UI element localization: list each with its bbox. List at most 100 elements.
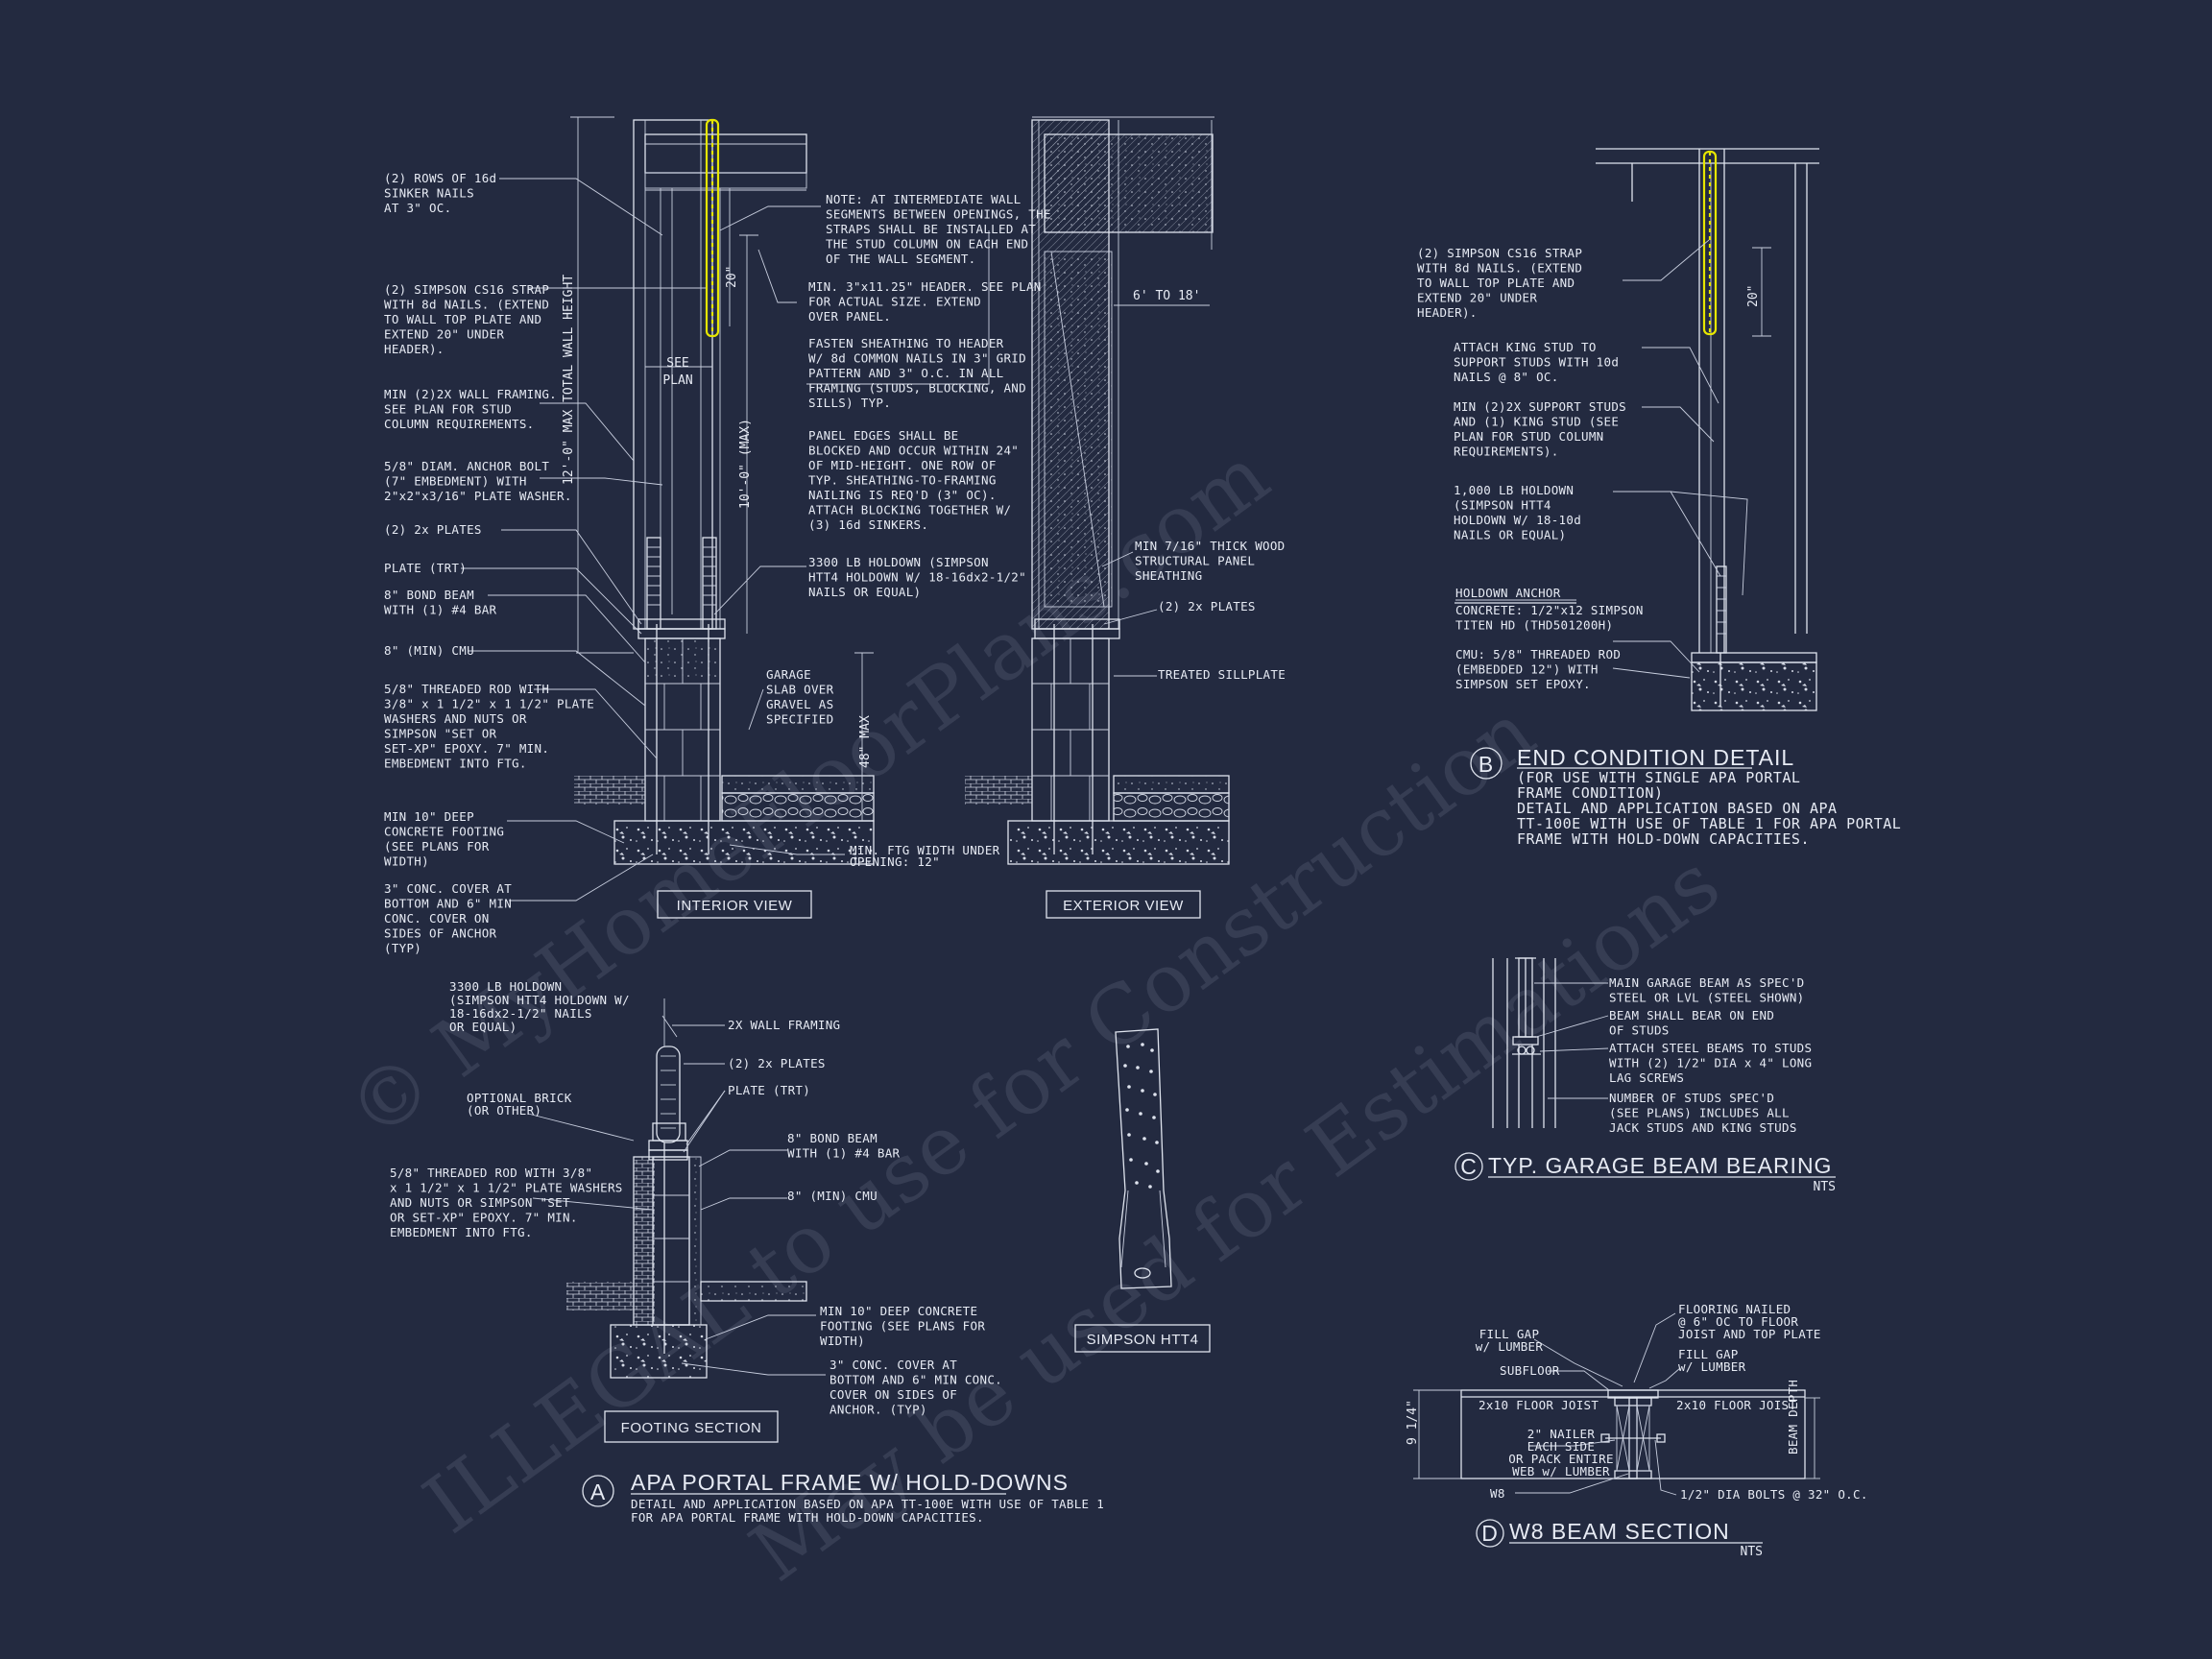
footing-note-plates: (2) 2x PLATES — [728, 1056, 826, 1070]
center-note-min-ftg-width-line: OPENING: 12" — [850, 854, 940, 869]
footing-note-wall-framing: 2X WALL FRAMING — [728, 1018, 840, 1032]
detail-d-note-w8: W8 — [1490, 1486, 1504, 1501]
detail-c-note-number-of-studs-line: JACK STUDS AND KING STUDS — [1609, 1120, 1797, 1135]
w8-beam-section-drawing — [1413, 1389, 1820, 1479]
detail-c-note-main-beam-line: MAIN GARAGE BEAM AS SPEC'D — [1609, 975, 1804, 990]
exterior-note-sheathing-line: SHEATHING — [1135, 568, 1202, 583]
interior-note-3-line: MIN (2)2X WALL FRAMING. — [384, 387, 557, 401]
footing-note-bond-beam-line: WITH (1) #4 BAR — [787, 1146, 901, 1161]
exterior-note-sheathing-line: MIN 7/16" THICK WOOD — [1135, 539, 1286, 553]
interior-note-7-line: 8" BOND BEAM — [384, 588, 474, 602]
detail-c-letter: C — [1460, 1154, 1478, 1179]
detail-b-note-strap-line: (2) SIMPSON CS16 STRAP — [1417, 246, 1582, 260]
detail-d-depth-right: BEAM DEPTH — [1786, 1380, 1800, 1455]
center-note-intermediate-walls-line: SEGMENTS BETWEEN OPENINGS, THE — [826, 207, 1051, 222]
center-note-intermediate-walls-line: NOTE: AT INTERMEDIATE WALL — [826, 192, 1021, 206]
center-note-garage-slab-line: SLAB OVER — [766, 683, 834, 697]
detail-c-note-number-of-studs-line: (SEE PLANS) INCLUDES ALL — [1609, 1106, 1790, 1120]
center-note-panel-edges-line: OF MID-HEIGHT. ONE ROW OF — [808, 458, 997, 472]
footing-note-optional-brick: OPTIONAL BRICK(OR OTHER) — [467, 1091, 572, 1118]
interior-note-9-line: SIMPSON "SET OR — [384, 727, 497, 741]
detail-b-note-strap-line: HEADER). — [1417, 305, 1478, 320]
detail-b-subtitle-line: FRAME CONDITION) — [1517, 784, 1664, 802]
interior-note-2-line: HEADER). — [384, 342, 445, 356]
dim-six-to-eighteen: 6' TO 18' — [1133, 289, 1200, 303]
detail-b-note-support-studs-line: PLAN FOR STUD COLUMN — [1454, 429, 1604, 444]
footing-note-plate-trt-line: PLATE (TRT) — [728, 1083, 810, 1097]
dim-forty-eight-max: 48" MAX — [858, 715, 873, 768]
interior-note-4: 5/8" DIAM. ANCHOR BOLT(7" EMBEDMENT) WIT… — [384, 459, 571, 503]
interior-note-11-line: SIDES OF ANCHOR — [384, 926, 497, 941]
center-note-header-line: MIN. 3"x11.25" HEADER. SEE PLAN — [808, 279, 1042, 294]
interior-view-drawing — [570, 116, 875, 865]
htt4-label: SIMPSON HTT4 — [1087, 1332, 1199, 1348]
detail-b-title: END CONDITION DETAIL — [1517, 745, 1794, 770]
detail-b-subtitle-line: TT-100E WITH USE OF TABLE 1 FOR APA PORT… — [1517, 815, 1901, 832]
detail-a-title-block: A APA PORTAL FRAME W/ HOLD-DOWNS DETAIL … — [582, 1470, 1104, 1525]
interior-note-9-line: WASHERS AND NUTS OR — [384, 711, 527, 726]
interior-note-10-line: MIN 10" DEEP — [384, 809, 474, 824]
detail-c-note-attach-line: WITH (2) 1/2" DIA x 4" LONG — [1609, 1056, 1812, 1070]
detail-d-note-flooring-line: @ 6" OC TO FLOOR — [1678, 1314, 1798, 1329]
detail-c-note-number-of-studs-line: NUMBER OF STUDS SPEC'D — [1609, 1091, 1774, 1105]
footing-note-conc-cover-line: ANCHOR. (TYP) — [830, 1403, 927, 1417]
center-note-panel-edges-line: ATTACH BLOCKING TOGETHER W/ — [808, 503, 1011, 517]
detail-a-title: APA PORTAL FRAME W/ HOLD-DOWNS — [631, 1470, 1069, 1495]
footing-note-plates-line: (2) 2x PLATES — [728, 1056, 826, 1070]
interior-note-11-line: BOTTOM AND 6" MIN — [384, 897, 512, 911]
center-leaders — [713, 205, 1158, 855]
detail-b-note-1000-holdown-line: NAILS OR EQUAL) — [1454, 528, 1566, 542]
detail-b-title-block: B END CONDITION DETAIL — [1470, 745, 1794, 780]
detail-d-title: W8 BEAM SECTION — [1509, 1519, 1730, 1544]
cs16-strap-end-condition — [1702, 150, 1718, 336]
detail-d-note-joist-right: 2x10 FLOOR JOIST — [1676, 1398, 1796, 1412]
center-note-3300-holdown-line: HTT4 HOLDOWN W/ 18-16dx2-1/2" — [808, 570, 1026, 585]
footing-note-cmu-line: 8" (MIN) CMU — [787, 1189, 878, 1203]
detail-c-note-bear-line: OF STUDS — [1609, 1023, 1670, 1038]
interior-note-3-line: SEE PLAN FOR STUD — [384, 402, 512, 417]
footing-note-wall-framing-line: 2X WALL FRAMING — [728, 1018, 840, 1032]
detail-b-letter: B — [1479, 752, 1494, 777]
interior-view-label-box: INTERIOR VIEW — [657, 890, 812, 919]
interior-note-3: MIN (2)2X WALL FRAMING.SEE PLAN FOR STUD… — [384, 387, 557, 431]
footing-note-holdown-line: (SIMPSON HTT4 HOLDOWN W/ — [449, 993, 630, 1007]
center-note-panel-edges-line: BLOCKED AND OCCUR WITHIN 24" — [808, 444, 1019, 458]
exterior-note-plates-line: (2) 2x PLATES — [1158, 599, 1256, 613]
detail-d-note-subfloor-line: SUBFLOOR — [1500, 1363, 1560, 1378]
detail-c-scale: NTS — [1814, 1180, 1836, 1194]
center-note-panel-edges-line: NAILING IS REQ'D (3" OC). — [808, 488, 997, 502]
detail-b-note-1000-holdown-line: HOLDOWN W/ 18-10d — [1454, 513, 1581, 527]
detail-d-note-joist-right-line: 2x10 FLOOR JOIST — [1676, 1398, 1796, 1412]
interior-view-label: INTERIOR VIEW — [677, 898, 793, 914]
detail-d-note-nailer-line: 2" NAILER — [1527, 1427, 1596, 1441]
detail-d-note-flooring-line: JOIST AND TOP PLATE — [1678, 1327, 1821, 1341]
center-note-header-line: FOR ACTUAL SIZE. EXTEND — [808, 295, 981, 309]
footing-note-holdown-line: 18-16dx2-1/2" NAILS — [449, 1006, 592, 1021]
footing-note-optional-brick-line: OPTIONAL BRICK — [467, 1091, 572, 1105]
center-note-intermediate-walls-line: OF THE WALL SEGMENT. — [826, 252, 976, 266]
exterior-note-plates: (2) 2x PLATES — [1158, 599, 1256, 613]
footing-section-label-box: FOOTING SECTION — [604, 1410, 779, 1443]
detail-b-note-concrete-line: TITEN HD (THD501200H) — [1455, 618, 1613, 633]
interior-note-2-line: WITH 8d NAILS. (EXTEND — [384, 298, 549, 312]
detail-c-note-attach-line: LAG SCREWS — [1609, 1070, 1684, 1085]
exterior-note-sheathing-line: STRUCTURAL PANEL — [1135, 554, 1255, 568]
detail-d-leaders — [1515, 1312, 1681, 1496]
detail-c-title-block: C TYP. GARAGE BEAM BEARING NTS — [1455, 1152, 1836, 1194]
interior-note-3-line: COLUMN REQUIREMENTS. — [384, 417, 535, 431]
detail-b-note-1000-holdown-line: (SIMPSON HTT4 — [1454, 498, 1551, 513]
detail-d-letter: D — [1481, 1521, 1499, 1546]
detail-b-note-king-stud-line: SUPPORT STUDS WITH 10d — [1454, 355, 1619, 370]
